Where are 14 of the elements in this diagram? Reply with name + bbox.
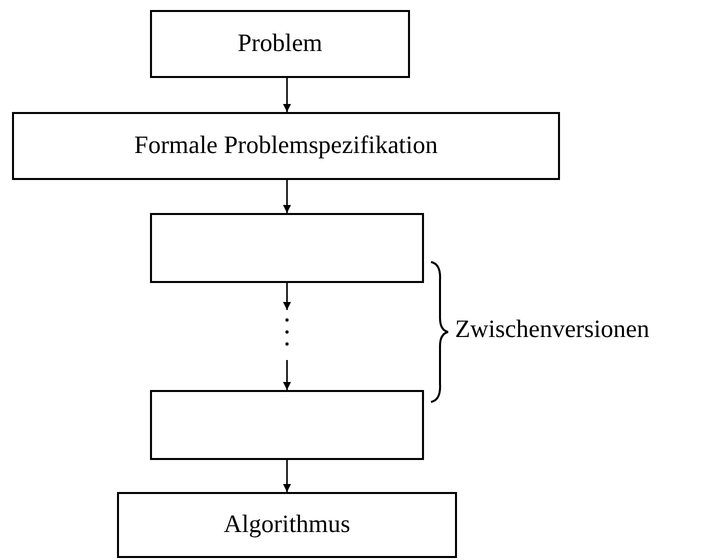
arrow bbox=[283, 460, 291, 492]
empty-box bbox=[150, 390, 424, 460]
process-box bbox=[12, 112, 560, 180]
box-label: Algorithmus bbox=[224, 511, 350, 539]
arrow bbox=[283, 360, 291, 390]
arrow bbox=[283, 283, 291, 310]
process-box bbox=[150, 10, 410, 78]
arrow bbox=[283, 78, 291, 112]
arrow bbox=[283, 180, 291, 213]
box-label: Problem bbox=[238, 30, 322, 58]
bracket-label: Zwischenversionen bbox=[455, 316, 650, 344]
empty-box bbox=[150, 213, 424, 283]
box-label: Formale Problemspezifikation bbox=[134, 132, 438, 160]
process-box bbox=[117, 492, 457, 558]
